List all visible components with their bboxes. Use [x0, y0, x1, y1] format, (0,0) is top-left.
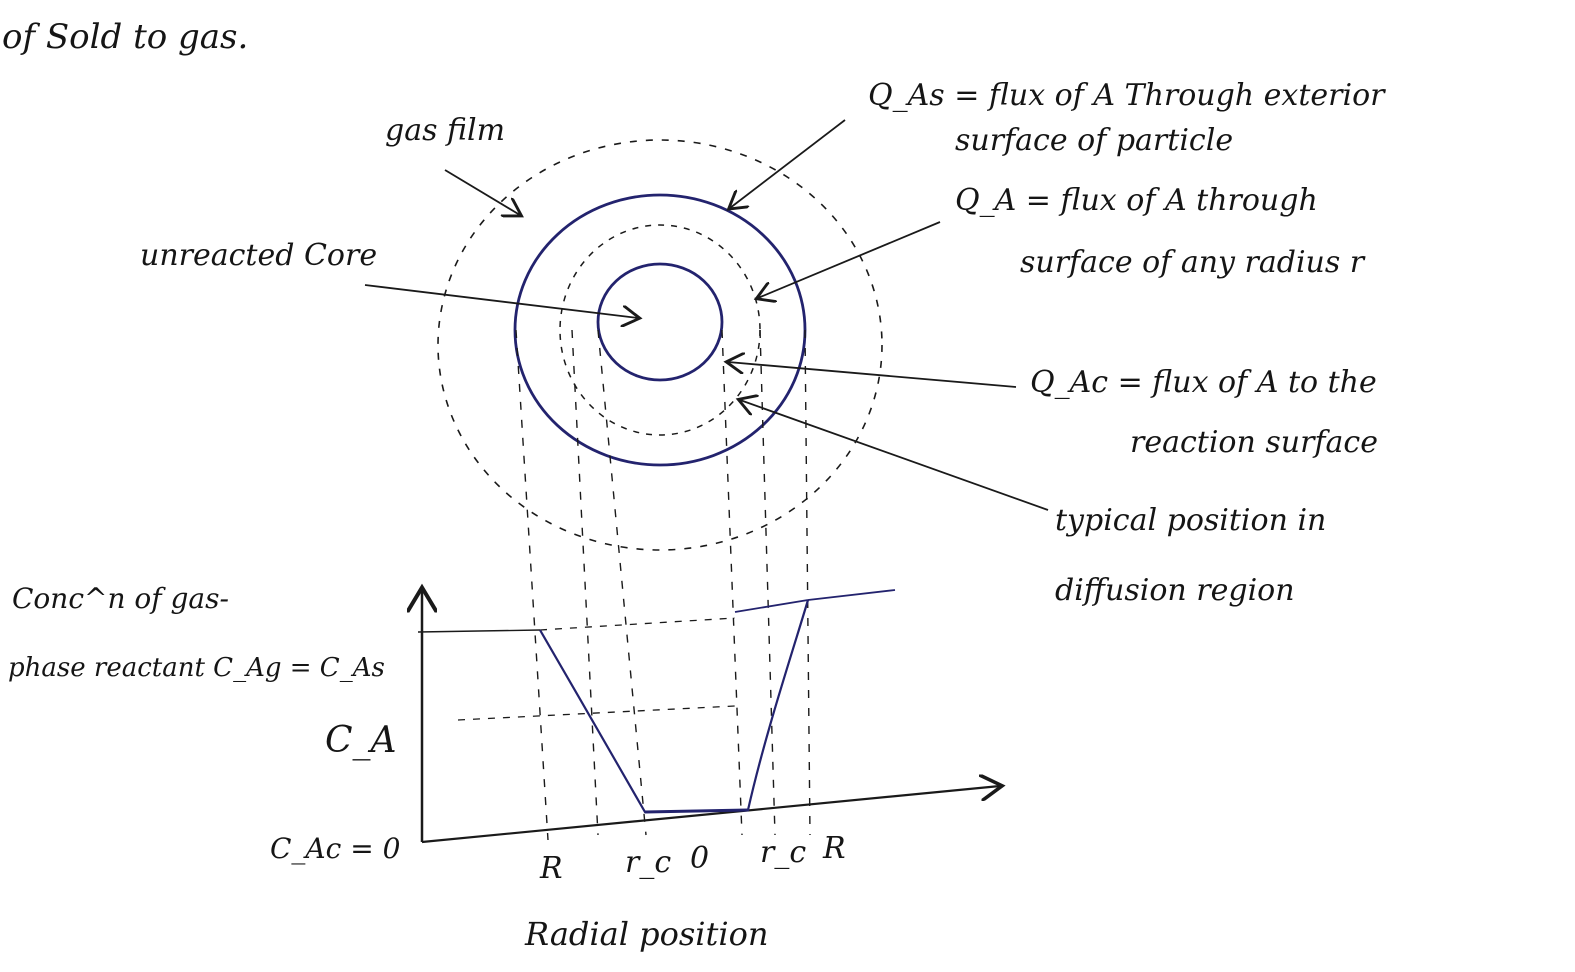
top-text: of Sold to gas.: [2, 17, 248, 57]
qa-label: Q_A = flux of A through: [955, 183, 1318, 218]
unreacted-core-label: unreacted Core: [140, 238, 377, 273]
gas-film-label: gas film: [385, 113, 505, 148]
x-tick-rc-left: r_c: [625, 845, 671, 880]
projection-lines: [515, 329, 811, 841]
x-tick-r-left: R: [539, 851, 563, 886]
cas-level-dashed: [539, 617, 736, 631]
cas-level-line: [417, 629, 541, 633]
unreacted-core: [596, 262, 724, 382]
qac-arrow: [728, 362, 1017, 388]
typical-position-label: typical position in: [1055, 503, 1326, 538]
qa-arrow: [758, 221, 941, 298]
x-tick-r-right: R: [822, 831, 846, 866]
x-axis: [421, 786, 1000, 844]
unreacted-core-arrow: [364, 284, 638, 318]
qas-label: Q_As = flux of A Through exterior: [868, 78, 1386, 113]
y-axis-label-line1: Conc^n of gas-: [12, 582, 229, 615]
qas-arrow: [730, 119, 846, 208]
particle-surface: [513, 193, 807, 467]
typical-position-label-cont: diffusion region: [1055, 573, 1295, 608]
right-flat-level: [734, 599, 809, 613]
x-axis-label: Radial position: [524, 915, 768, 953]
cac-zero-label: C_Ac = 0: [270, 832, 400, 865]
right-gas-level: [807, 589, 896, 601]
gas-film-arrow: [444, 169, 520, 215]
ca-level-dashed: [457, 705, 736, 721]
typical-position-arrow: [740, 400, 1049, 511]
x-tick-rc-right: r_c: [760, 835, 806, 870]
qa-label-cont: surface of any radius r: [1020, 245, 1366, 280]
gas-film-boundary: [437, 139, 883, 551]
ca-label: C_A: [325, 720, 397, 761]
intermediate-radius-circle: [559, 224, 761, 436]
qac-label-cont: reaction surface: [1130, 425, 1378, 460]
qas-label-cont: surface of particle: [955, 123, 1233, 158]
concentration-profile: [539, 599, 810, 814]
x-tick-zero: 0: [690, 841, 709, 876]
core-zero-segment: [644, 808, 749, 814]
qac-label: Q_Ac = flux of A to the: [1030, 365, 1377, 400]
y-axis-label-line2: phase reactant C_Ag = C_As: [8, 653, 385, 683]
